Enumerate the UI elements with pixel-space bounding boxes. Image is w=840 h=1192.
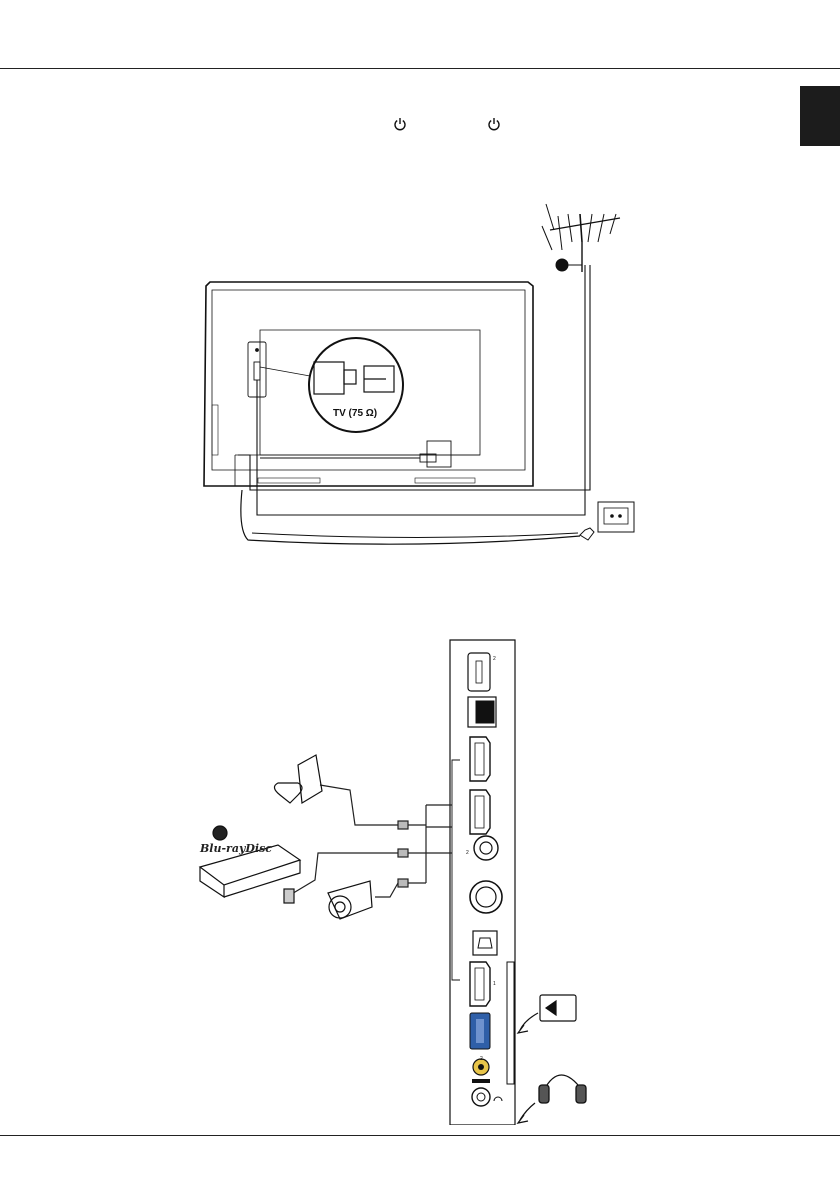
headphone-jack	[472, 1088, 502, 1106]
power-icon	[487, 117, 501, 131]
power-icon	[393, 117, 407, 131]
headphones-icon	[518, 1075, 586, 1123]
port-number: 1	[493, 981, 496, 987]
ci-card-icon	[518, 995, 576, 1033]
power-instruction-line	[0, 116, 840, 136]
antenna-icon	[542, 204, 620, 272]
hdmi-cable-bundle	[290, 785, 452, 897]
header-rule	[0, 68, 840, 69]
coax-plug-icon	[238, 265, 590, 515]
side-connectors-diagram: 2 2 1 2 Blu-rayDisc	[190, 635, 610, 1125]
antenna-socket-zoom	[260, 338, 403, 432]
port-number: 2	[480, 1056, 483, 1062]
port-number: 2	[493, 656, 496, 662]
hdmi-group-bracket	[452, 760, 460, 980]
port-number: 2	[466, 850, 469, 856]
game-console-icon	[274, 755, 322, 803]
footer-rule	[0, 1135, 840, 1136]
antenna-connection-diagram: TV (75 Ω)	[190, 190, 650, 560]
usb-port-blue	[470, 1013, 490, 1049]
power-plug-icon	[241, 490, 634, 544]
tv-input-label: TV (75 Ω)	[333, 408, 377, 419]
bluray-logo-text: Blu-rayDisc	[199, 842, 272, 855]
av-port-yellow	[472, 1059, 490, 1083]
bluray-player-icon	[200, 826, 300, 903]
camcorder-icon	[328, 881, 372, 919]
tv-back-panel	[204, 282, 533, 486]
connector-panel	[450, 640, 515, 1125]
